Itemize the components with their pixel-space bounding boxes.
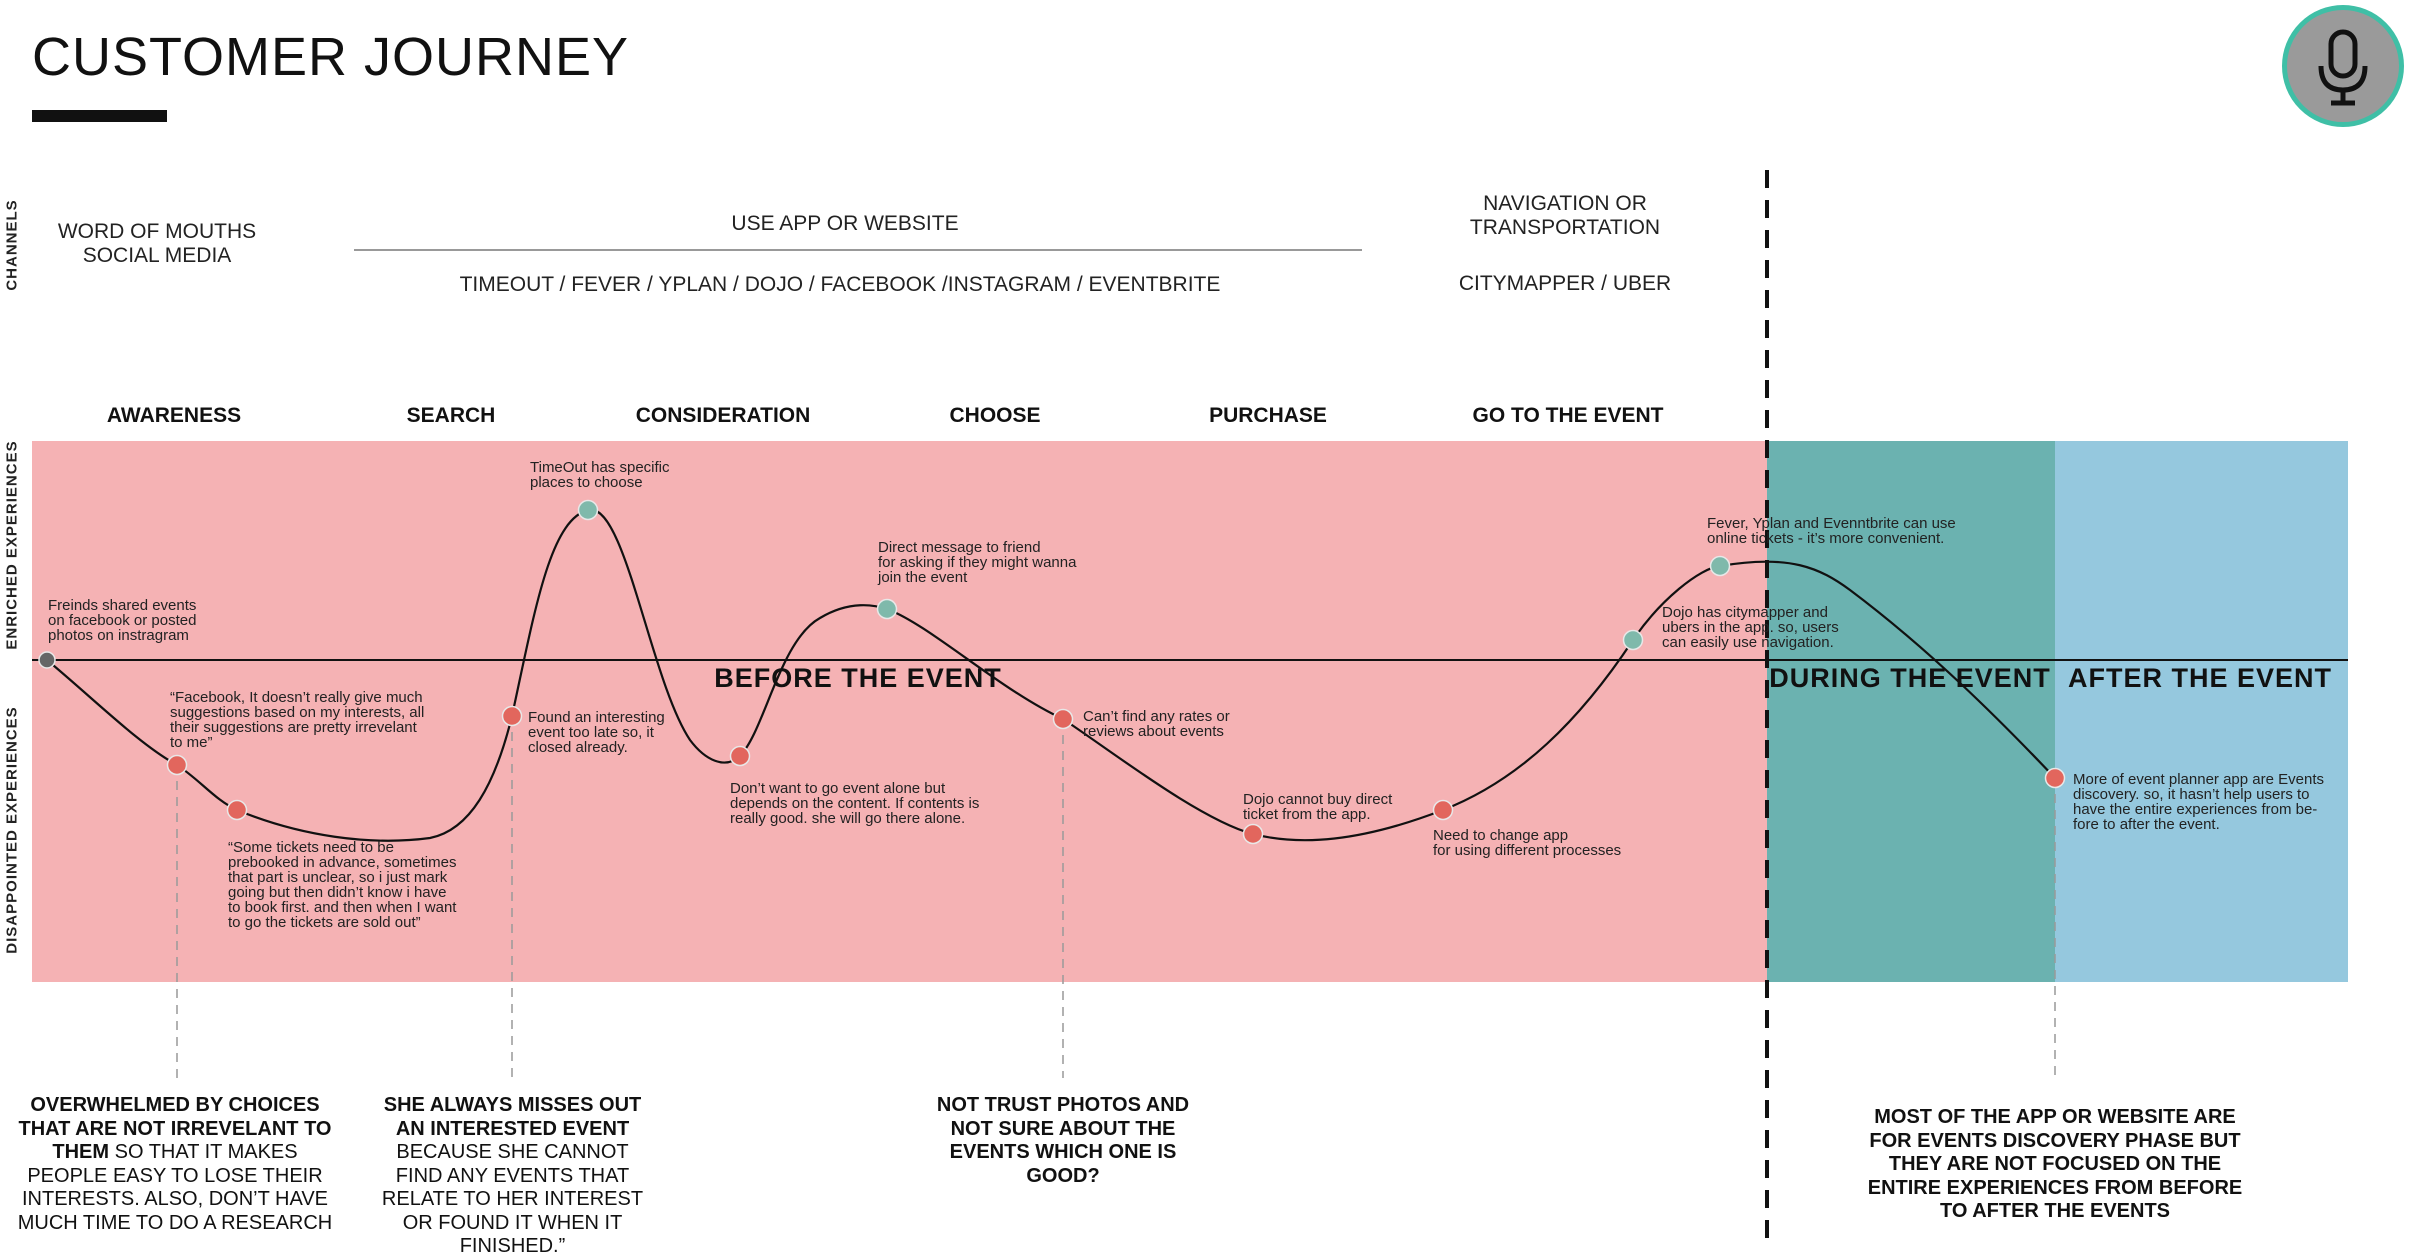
channel-navigation-list: CITYMAPPER / UBER [1458, 272, 1672, 295]
insight-discovery: MOST OF THE APP OR WEBSITE ARE FOR EVENT… [1867, 1106, 2243, 1222]
zone-before-event [32, 441, 1767, 982]
zone-label-during: DURING THE EVENT [1769, 663, 2051, 693]
journey-point-good [1709, 555, 1731, 577]
stage-awareness: AWARENESS [106, 404, 242, 427]
journey-point-good [577, 499, 599, 521]
journey-point-bad [729, 745, 751, 767]
journey-point-bad [1052, 708, 1074, 730]
channel-app-list: TIMEOUT / FEVER / YPLAN / DOJO / FACEBOO… [459, 273, 1221, 296]
journey-point-bad [501, 705, 523, 727]
page-title: CUSTOMER JOURNEY [32, 27, 630, 87]
journey-point-good [1622, 629, 1644, 651]
zone-label-before: BEFORE THE EVENT [714, 663, 1002, 693]
stage-consideration: CONSIDERATION [635, 404, 811, 427]
journey-point-bad [166, 754, 188, 776]
journey-point-good [876, 598, 898, 620]
journey-curve [46, 508, 2056, 842]
microphone-icon [2318, 29, 2368, 106]
insight-overwhelmed: OVERWHELMED BY CHOICES THAT ARE NOT IRRE… [17, 1094, 333, 1234]
zone-label-after: AFTER THE EVENT [2067, 663, 2333, 693]
insight-not-trust: NOT TRUST PHOTOS AND NOT SURE ABOUT THE … [936, 1094, 1190, 1187]
journey-point-bad [1432, 799, 1454, 821]
stage-search: SEARCH [406, 404, 496, 427]
stage-go-to-event: GO TO THE EVENT [1472, 404, 1664, 427]
microphone-button[interactable] [2282, 5, 2404, 127]
zone-after-event [2055, 441, 2348, 982]
journey-point-bad [2044, 767, 2066, 789]
journey-point-bad [226, 799, 248, 821]
insight-misses-out: SHE ALWAYS MISSES OUT AN INTERESTED EVEN… [381, 1094, 644, 1257]
channel-navigation: NAVIGATION OR TRANSPORTATION [1469, 192, 1661, 239]
stage-choose: CHOOSE [949, 404, 1041, 427]
title-underline [32, 110, 167, 122]
journey-point-bad [1242, 823, 1264, 845]
channel-word-of-mouth: WORD OF MOUTHS SOCIAL MEDIA [57, 220, 257, 267]
stage-purchase: PURCHASE [1209, 404, 1327, 427]
channel-app-divider [354, 249, 1362, 251]
journey-point-start [38, 651, 56, 669]
zone-during-event [1767, 441, 2055, 982]
channel-app-title: USE APP OR WEBSITE [731, 212, 959, 235]
